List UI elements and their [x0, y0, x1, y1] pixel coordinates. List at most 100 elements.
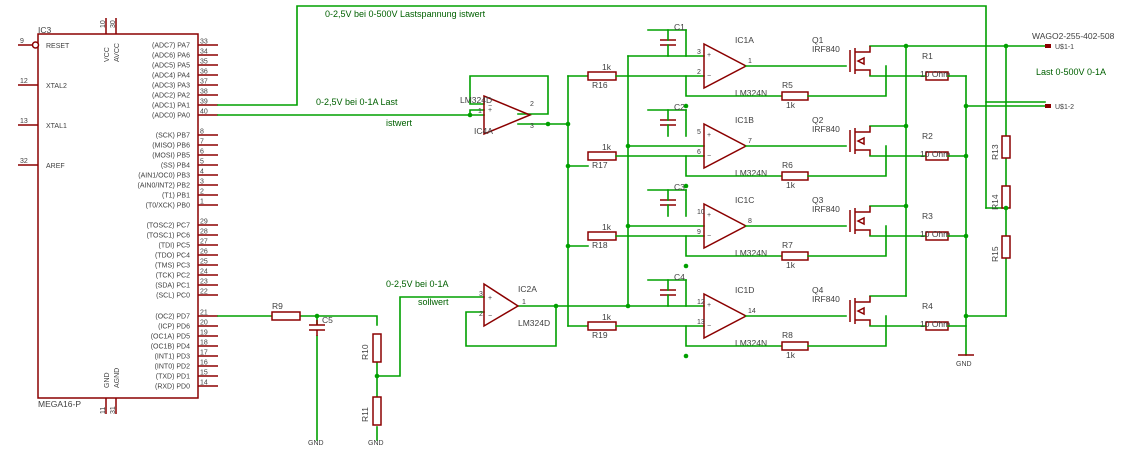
resistor-value: 1k	[602, 142, 612, 152]
pin-name: XTAL2	[46, 83, 67, 90]
mosfet-ref: Q2	[812, 115, 824, 125]
op-amp-ref: IC1D	[735, 285, 754, 295]
resistor-value: 10 Ohm	[920, 319, 950, 329]
pin-num: 12	[20, 78, 28, 85]
pin-num: 26	[200, 249, 208, 256]
resistor-value: 1k	[786, 100, 796, 110]
pin-name: (ADC7) PA7	[152, 43, 190, 50]
ic2a-part: LM324D	[518, 318, 550, 328]
resistor-feedback	[781, 341, 809, 351]
plus-sign: +	[707, 132, 711, 139]
resistor-r15	[1001, 235, 1011, 259]
connector-pin2: U$1-2	[1055, 104, 1074, 111]
op-amp-ref: IC1B	[735, 115, 754, 125]
resistor-value: 1k	[786, 260, 796, 270]
svg-text:−: −	[488, 313, 492, 320]
pin-num: 29	[200, 219, 208, 226]
pin-name: (INT0) PD2	[155, 364, 191, 371]
op-amp-triangle	[703, 202, 748, 250]
pin-name: (TOSC1) PC6	[147, 233, 191, 240]
resistor-feedback	[781, 251, 809, 261]
svg-text:3: 3	[530, 123, 534, 130]
svg-text:R13: R13	[990, 144, 1000, 160]
pin-name: (T0/XCK) PB0	[146, 203, 190, 210]
op-amp-ref: IC1C	[735, 195, 754, 205]
pin-num: 19	[200, 330, 208, 337]
resistor-r11	[372, 396, 382, 426]
pin-num: 17	[200, 350, 208, 357]
plus-sign: +	[707, 302, 711, 309]
pin-num: 1	[748, 58, 752, 65]
svg-text:11: 11	[100, 407, 107, 414]
junction-dot	[625, 223, 631, 229]
junction-dot	[963, 103, 969, 109]
pin-name: (ADC2) PA2	[152, 93, 190, 100]
capacitor-label: C1	[674, 22, 685, 32]
pin-name: (ADC5) PA5	[152, 63, 190, 70]
op-amp-part: LM324N	[735, 248, 767, 258]
pin-name: (ADC6) PA6	[152, 53, 190, 60]
svg-text:+: +	[488, 295, 492, 302]
resistor-value: 10 Ohm	[920, 229, 950, 239]
plus-sign: +	[707, 212, 711, 219]
minus-sign: −	[707, 73, 711, 80]
resistor-value: 1k	[602, 222, 612, 232]
pin-num: 15	[200, 370, 208, 377]
resistor-ref: R18	[592, 240, 608, 250]
svg-text:1: 1	[478, 108, 482, 115]
resistor-ref: R5	[782, 80, 793, 90]
pin-num: 7	[748, 138, 752, 145]
pin-num: 21	[200, 310, 208, 317]
junction-dot	[565, 121, 571, 127]
pin-name: (OC2) PD7	[155, 314, 190, 321]
op-amp-ic4a: + − LM324D IC4A 1 2 3	[460, 94, 534, 136]
pin-name: (TXD) PD1	[156, 374, 190, 381]
pin-name: (AIN1/OC0) PB3	[138, 173, 190, 180]
pin-num: 25	[200, 259, 208, 266]
net-label-soll: 0-2,5V bei 0-1A	[386, 279, 449, 289]
plus-sign: +	[707, 52, 711, 59]
junction-dot	[565, 163, 571, 169]
net-label-istwert: istwert	[386, 118, 413, 128]
resistor-ref: R19	[592, 330, 608, 340]
pin-name: (ADC4) PA4	[152, 73, 190, 80]
pin-name: (SDA) PC1	[155, 283, 190, 290]
connector-pin1: U$1-1	[1055, 44, 1074, 51]
pin-num: 12	[697, 299, 705, 306]
pin-num: 16	[200, 360, 208, 367]
load-label: Last 0-500V 0-1A	[1036, 67, 1106, 77]
op-amp-triangle	[703, 122, 748, 170]
svg-text:10: 10	[100, 20, 107, 28]
pin-num: 3	[200, 179, 204, 186]
junction-dot	[625, 143, 631, 149]
op-amp-part: LM324N	[735, 168, 767, 178]
gnd-label: GND	[368, 440, 384, 447]
pin-num: 9	[20, 38, 24, 45]
pin-num: 7	[200, 139, 204, 146]
pin-num: 23	[200, 279, 208, 286]
capacitor-label: C3	[674, 182, 685, 192]
pin-name: (ICP) PD6	[158, 324, 190, 331]
mosfet-part: IRF840	[812, 204, 840, 214]
junction-dot	[1003, 43, 1009, 49]
ic2a-ref: IC2A	[518, 284, 537, 294]
connector-wago: WAGO2-255-402-508 U$1-1 U$1-2 Last 0-500…	[1032, 31, 1115, 111]
junction-dot	[553, 303, 559, 309]
pin-num: 24	[200, 269, 208, 276]
pin-num: 10	[697, 209, 705, 216]
mosfet-arrow	[856, 56, 865, 66]
mosfet-arrow	[856, 216, 865, 226]
net-label-last: 0-2,5V bei 0-1A Last	[316, 97, 398, 107]
mcu-part: MEGA16-P	[38, 399, 81, 409]
pin-num: 2	[697, 69, 701, 76]
resistor-ref: R16	[592, 80, 608, 90]
pin-num: 3	[697, 49, 701, 56]
svg-text:3: 3	[479, 291, 483, 298]
resistor-ref: R7	[782, 240, 793, 250]
pin-num: 34	[200, 49, 208, 56]
resistor-ref: R1	[922, 51, 933, 61]
pin-num: 8	[748, 218, 752, 225]
resistor-r9	[271, 311, 301, 321]
pin-name: AREF	[46, 163, 65, 170]
pin-num: 35	[200, 59, 208, 66]
